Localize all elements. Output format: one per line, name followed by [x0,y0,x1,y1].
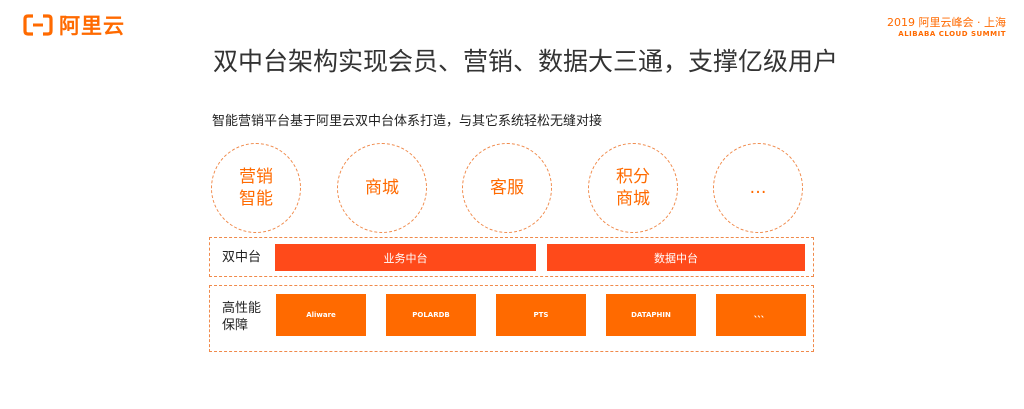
high-performance-label-line2: 保障 [222,318,249,333]
polardb-box: POLARDB [386,294,476,336]
slide-title: 双中台架构实现会员、营销、数据大三通，支撑亿级用户 [213,47,839,76]
circle-label-line1: 客服 [490,178,524,198]
event-subtitle: ALIBABA CLOUD SUMMIT [898,30,1006,38]
alibaba-cloud-logo: 阿里云 [23,10,125,40]
slide-subtitle: 智能营销平台基于阿里云双中台体系打造，与其它系统轻松无缝对接 [212,114,603,129]
logo-text: 阿里云 [59,14,125,38]
dual-middle-platform-label: 双中台 [222,250,262,265]
more-box: 、、、 [716,294,806,336]
circle-label-line2: 智能 [239,189,273,209]
event-info: 2019 阿里云峰会 · 上海 ALIBABA CLOUD SUMMIT [887,16,1006,39]
circle-label-line1: … [749,178,767,198]
dual-middle-platform-row: 双中台 业务中台 数据中台 [209,237,814,277]
circle-customer-service: 客服 [462,143,552,233]
circle-mall: 商城 [337,143,427,233]
circle-label-line2: 商城 [616,189,650,209]
circle-points-mall: 积分 商城 [588,143,678,233]
circle-more: … [713,143,803,233]
data-middle-platform-bar: 数据中台 [547,244,805,271]
business-middle-platform-bar: 业务中台 [275,244,536,271]
pts-box: PTS [496,294,586,336]
event-title: 2019 阿里云峰会 · 上海 [887,16,1006,29]
circle-label-line1: 商城 [365,178,399,198]
aliware-box: Aliware [276,294,366,336]
alibaba-cloud-logo-icon [23,14,53,36]
dataphin-box: DATAPHIN [606,294,696,336]
high-performance-label-line1: 高性能 [222,301,262,316]
high-performance-row: 高性能 保障 Aliware POLARDB PTS DATAPHIN 、、、 [209,285,814,352]
circle-label-line1: 积分 [616,167,650,187]
high-performance-label: 高性能 保障 [222,300,261,334]
circle-label-line1: 营销 [239,167,273,187]
circle-marketing-intelligence: 营销 智能 [211,143,301,233]
